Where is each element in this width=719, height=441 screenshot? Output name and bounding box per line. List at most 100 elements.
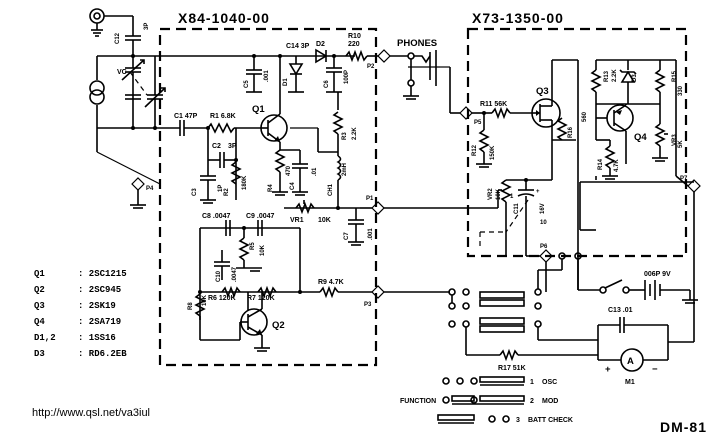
label-vr2: VR2 xyxy=(488,188,494,200)
part-ref-d3: D3 xyxy=(34,349,45,359)
meter-minus: − xyxy=(652,364,658,375)
label-q1: Q1 xyxy=(252,104,265,115)
capacitor-c4 xyxy=(292,163,308,169)
resistor-r11 xyxy=(491,106,511,120)
value-r14: 4.7K xyxy=(614,159,620,172)
value-c4: .01 xyxy=(312,167,318,176)
value-r2: 180K xyxy=(242,175,248,190)
label-c12: C12 xyxy=(115,32,121,44)
label-r10: R10 xyxy=(348,33,361,40)
power-switch xyxy=(599,279,630,294)
pin-p1-label: P1 xyxy=(366,196,374,202)
resistor-r2 xyxy=(230,161,242,185)
pin-p5-diamond xyxy=(459,106,473,120)
parts-list: Q1 : 2SC1215 Q2 : 2SC945 Q3 : 2SK19 Q4 :… xyxy=(34,269,127,359)
diode-d2 xyxy=(315,48,328,64)
module-box-x84 xyxy=(158,27,378,367)
pin-p2-label: P2 xyxy=(367,64,375,70)
capacitor-c1 xyxy=(179,120,185,136)
resistor-r10 xyxy=(345,49,368,63)
label-c7: C7 xyxy=(344,232,350,240)
label-vc: VC xyxy=(117,69,127,76)
label-c8: C8 .0047 xyxy=(202,213,231,220)
label-c3: C3 xyxy=(192,188,198,196)
label-r7: R7 120K xyxy=(247,295,275,302)
value-r4: 470 xyxy=(286,165,292,176)
value-r8: 10K xyxy=(202,294,208,306)
function-switch-upper xyxy=(448,288,542,310)
capacitor-c13 xyxy=(619,317,625,333)
value-r12: 150K xyxy=(490,145,496,160)
label-r17: R17 51K xyxy=(498,365,526,372)
module-title-x73: X73-1350-00 xyxy=(472,10,564,26)
pin-p3-label: P3 xyxy=(364,302,372,308)
svg-text:+: + xyxy=(536,189,540,195)
loop-coil xyxy=(89,80,105,105)
value-r10: 220 xyxy=(348,41,360,48)
source-url: http://www.qsl.net/va3iul xyxy=(32,407,150,419)
value-ch1: 2mH xyxy=(342,163,348,176)
label-meter: M1 xyxy=(625,379,635,386)
value-r15: 330 xyxy=(678,85,684,96)
capacitor-c3 xyxy=(200,175,216,181)
pin-p6-label: P6 xyxy=(540,244,548,250)
value-c5: .001 xyxy=(264,70,270,82)
pin-p6-diamond xyxy=(539,249,553,263)
meter-plus: + xyxy=(605,364,611,375)
module-title-x84: X84-1040-00 xyxy=(178,10,270,26)
label-r5: R5 xyxy=(250,242,256,250)
function-batt-num: 3 xyxy=(516,417,520,424)
pin-p1-diamond xyxy=(371,201,385,215)
resistor-r13 xyxy=(590,69,602,93)
part-type-q4: : 2SA719 xyxy=(78,317,121,327)
label-r11: R11 56K xyxy=(480,101,507,108)
function-mod-num: 2 xyxy=(530,398,534,405)
label-r1: R1 6.8K xyxy=(210,113,236,120)
zener-d3 xyxy=(619,60,637,104)
pin-p4-label: P4 xyxy=(146,186,154,192)
value-c12: 3P xyxy=(144,23,150,30)
function-row-mod xyxy=(442,395,525,405)
label-c5: C5 xyxy=(244,80,250,88)
transistor-q2 xyxy=(240,308,268,336)
part-type-q2: : 2SC945 xyxy=(78,285,121,295)
label-r12: R12 xyxy=(472,144,478,156)
potentiometer-vr3 xyxy=(654,123,668,147)
module-box-x73 xyxy=(466,27,688,258)
label-function: FUNCTION xyxy=(400,398,436,405)
transistor-q3 xyxy=(531,98,561,128)
label-r2: R2 xyxy=(224,188,230,196)
resistor-r9 xyxy=(319,285,339,299)
label-r6: R6 120K xyxy=(208,295,236,302)
resistor-r3 xyxy=(332,111,344,135)
value-r3: 2.2K xyxy=(352,127,358,140)
pin-p2-diamond xyxy=(377,49,391,63)
capacitor-c8 xyxy=(225,220,231,236)
meter-m1: A xyxy=(620,348,644,372)
resistor-r17 xyxy=(499,348,519,362)
label-vr3: VR3 xyxy=(672,134,678,146)
label-c10: C10 xyxy=(216,270,222,282)
label-c4: C4 xyxy=(290,182,296,190)
resistor-r14 xyxy=(604,145,616,169)
resistor-r1 xyxy=(207,122,235,134)
capacitor-c9 xyxy=(257,220,263,236)
label-d3: D3 xyxy=(632,74,638,82)
part-ref-q3: Q3 xyxy=(34,301,45,311)
label-r16: R16 xyxy=(568,126,574,138)
phones-jack xyxy=(403,50,437,100)
value-vr1: 10K xyxy=(318,217,331,224)
part-ref-q2: Q2 xyxy=(34,285,45,295)
function-switch-lower xyxy=(448,317,542,333)
label-r9: R9 4.7K xyxy=(318,279,344,286)
capacitor-c7 xyxy=(348,219,364,225)
resistor-r8 xyxy=(194,293,206,317)
resistor-r15 xyxy=(654,69,666,93)
label-r15: R15 xyxy=(672,70,678,82)
drawing-number: DM-81 xyxy=(660,419,707,435)
value-r5: 10K xyxy=(260,244,266,256)
value-r16: 560 xyxy=(582,111,588,122)
value-c11: 16V xyxy=(540,203,546,214)
